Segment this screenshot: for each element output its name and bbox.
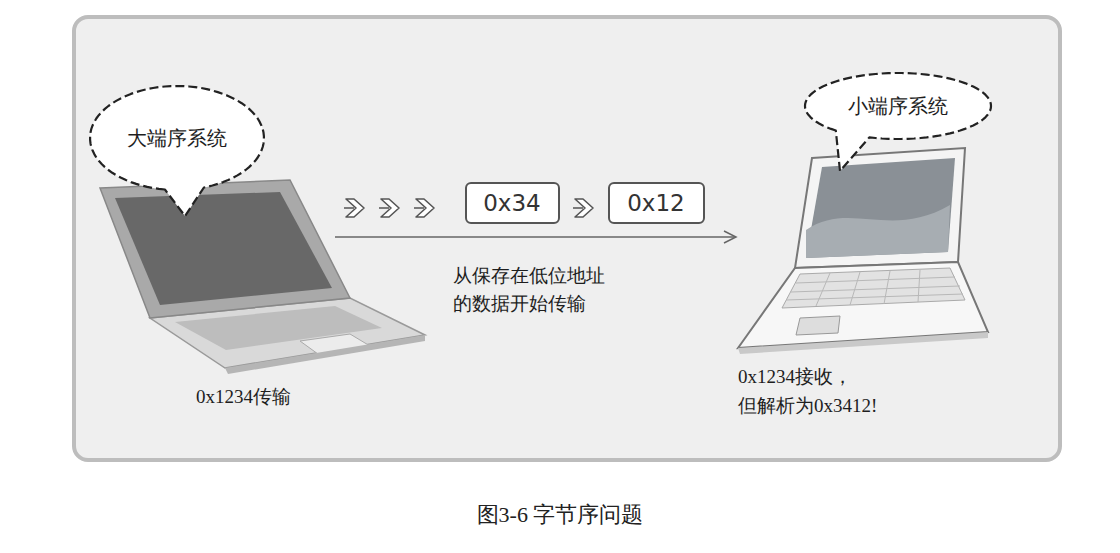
sender-label: 0x1234传输 xyxy=(196,384,291,410)
byte-box: 0x12 xyxy=(608,182,705,224)
right-laptop xyxy=(738,148,988,354)
byte-value: 0x34 xyxy=(483,190,541,216)
laptop-lid xyxy=(100,180,350,318)
bubble-text: 大端序系统 xyxy=(127,125,227,152)
laptop-edge xyxy=(225,335,425,374)
figure-caption: 图3-6 字节序问题 xyxy=(477,500,644,530)
chevron-symbol xyxy=(344,199,364,217)
laptop-edge xyxy=(738,332,988,354)
screen-wallpaper xyxy=(806,205,950,258)
byte-value: 0x12 xyxy=(627,190,685,216)
bubble-text: 小端序系统 xyxy=(848,93,948,120)
transfer-arrow xyxy=(335,236,735,238)
receiver-label: 但解析为0x3412! xyxy=(738,393,877,419)
left-laptop xyxy=(100,180,425,374)
laptop-keyboard xyxy=(782,268,965,308)
byte-box: 0x34 xyxy=(465,182,560,224)
receiver-label: 0x1234接收， xyxy=(738,364,852,390)
chevron-symbol xyxy=(379,199,399,217)
chevron-symbol xyxy=(414,199,434,217)
frame xyxy=(74,17,1060,460)
arrow-head xyxy=(724,231,736,243)
laptop-screen xyxy=(115,192,332,305)
speech-bubble: 小端序系统 xyxy=(803,71,993,141)
chevron-symbol xyxy=(573,199,593,217)
laptop-screen xyxy=(806,158,955,258)
bubble-shape xyxy=(805,73,991,171)
speech-bubble: 大端序系统 xyxy=(88,84,266,192)
keyboard-keys xyxy=(786,270,963,306)
note-text: 从保存在低位地址 xyxy=(453,263,605,289)
laptop-lid xyxy=(795,148,965,268)
laptop-touchpad xyxy=(796,316,840,335)
bubble-shape xyxy=(90,86,264,216)
note-text: 的数据开始传输 xyxy=(453,291,586,317)
